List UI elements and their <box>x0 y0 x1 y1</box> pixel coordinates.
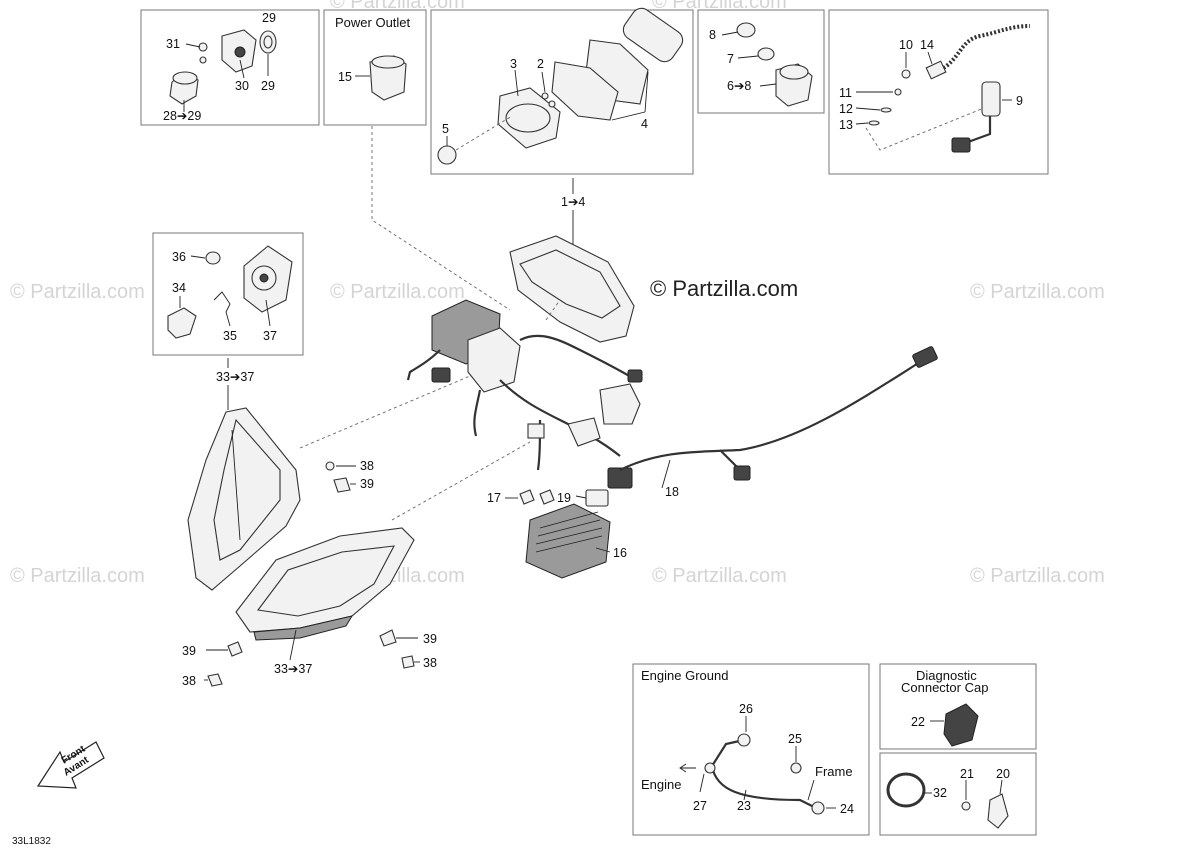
headlight-housing: 38 39 <box>187 407 374 591</box>
callout-29: 29 <box>261 79 275 93</box>
box-cable-tie: 32 21 20 <box>879 752 1037 836</box>
callout-36: 36 <box>172 250 186 264</box>
callout-30: 30 <box>235 79 249 93</box>
callout-34: 34 <box>172 281 186 295</box>
callout-33-37: 33➔37 <box>216 370 254 384</box>
watermark: © Partzilla.com <box>10 565 145 587</box>
callout-32: 32 <box>933 786 947 800</box>
callout-23: 23 <box>737 799 751 813</box>
callout-26: 26 <box>739 702 753 716</box>
callout-25: 25 <box>788 732 802 746</box>
callout-2: 2 <box>537 57 544 71</box>
callout-15: 15 <box>338 70 352 84</box>
watermark: © Partzilla.com <box>970 281 1105 303</box>
callout-29: 29 <box>262 11 276 25</box>
callout-3: 3 <box>510 57 517 71</box>
box-sensor: 10 14 11 12 13 9 <box>828 9 1049 175</box>
callout-14: 14 <box>920 38 934 52</box>
callout-6-8: 6➔8 <box>727 79 751 93</box>
box-title-diagnostic-2: Connector Cap <box>901 680 988 695</box>
box-engine-ground: Engine Ground Engine Frame 26 25 27 23 2… <box>632 663 870 836</box>
callout-38: 38 <box>182 674 196 688</box>
callout-5: 5 <box>442 122 449 136</box>
callout-24: 24 <box>840 802 854 816</box>
box-28-31: 31 29 30 29 28➔29 <box>140 9 320 126</box>
watermark: © Partzilla.com <box>10 281 145 303</box>
diagram-code: 33L1832 <box>12 836 51 847</box>
callout-33-37: 33➔37 <box>274 662 312 676</box>
watermark: © Partzilla.com <box>652 565 787 587</box>
box-title-diagnostic: Diagnostic <box>916 668 977 683</box>
box-headlight-bulb: 36 34 35 37 <box>152 232 304 356</box>
box-cluster: 3 2 5 4 <box>430 7 694 175</box>
callout-38: 38 <box>360 459 374 473</box>
label-frame: Frame <box>815 764 853 779</box>
callout-1-4: 1➔4 <box>561 195 585 209</box>
wiring-harness: 18 <box>406 235 938 499</box>
watermark: © Partzilla.com <box>330 0 465 13</box>
callout-39: 39 <box>423 632 437 646</box>
box-title-engine-ground: Engine Ground <box>641 668 728 683</box>
callout-9: 9 <box>1016 94 1023 108</box>
callout-19: 19 <box>557 491 571 505</box>
callout-39: 39 <box>182 644 196 658</box>
box-ignition: 8 7 6➔8 <box>697 9 825 114</box>
front-arrow: Front Avant <box>36 741 105 789</box>
callout-7: 7 <box>727 52 734 66</box>
callout-31: 31 <box>166 37 180 51</box>
box-title-power-outlet: Power Outlet <box>335 15 411 30</box>
callout-16: 16 <box>613 546 627 560</box>
callout-28-29: 28➔29 <box>163 109 201 123</box>
callout-13: 13 <box>839 118 853 132</box>
callout-10: 10 <box>899 38 913 52</box>
callout-17: 17 <box>487 491 501 505</box>
callout-38: 38 <box>423 656 437 670</box>
callout-22: 22 <box>911 715 925 729</box>
headlight-lens: 39 38 39 38 33➔37 <box>182 527 437 688</box>
callout-21: 21 <box>960 767 974 781</box>
box-power-outlet: Power Outlet 15 <box>323 9 427 126</box>
callout-12: 12 <box>839 102 853 116</box>
callout-8: 8 <box>709 28 716 42</box>
watermark: © Partzilla.com <box>330 281 465 303</box>
callout-20: 20 <box>996 767 1010 781</box>
callout-39: 39 <box>360 477 374 491</box>
box-diagnostic-cap: Diagnostic Connector Cap 22 <box>879 663 1037 750</box>
label-engine: Engine <box>641 777 681 792</box>
voltage-regulator: 17 19 16 <box>487 489 627 579</box>
callout-37: 37 <box>263 329 277 343</box>
callout-11: 11 <box>839 86 852 100</box>
callout-4: 4 <box>641 117 648 131</box>
callout-35: 35 <box>223 329 237 343</box>
copyright-notice: © Partzilla.com <box>650 276 798 301</box>
callout-27: 27 <box>693 799 707 813</box>
watermark: © Partzilla.com <box>970 565 1105 587</box>
watermark: © Partzilla.com <box>652 0 787 13</box>
callout-18: 18 <box>665 485 679 499</box>
